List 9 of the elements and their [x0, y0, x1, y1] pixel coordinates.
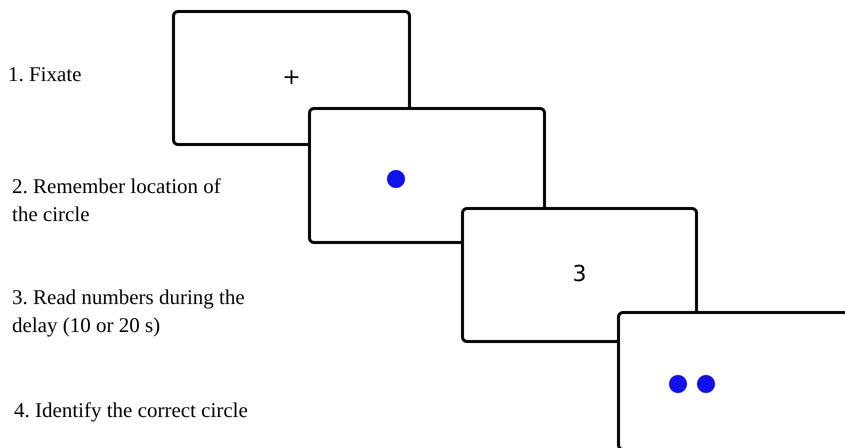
digit-text: 3 — [572, 264, 586, 286]
screen-frame — [308, 107, 546, 244]
step-instruction: 1. Fixate — [8, 61, 82, 88]
fixation-cross: + — [282, 67, 301, 89]
step-instruction: 4. Identify the correct circle — [14, 397, 248, 424]
step-instruction: 2. Remember location of the circle — [12, 173, 222, 228]
step-instruction: 3. Read numbers during the delay (10 or 20 s) — [12, 284, 246, 339]
screen-frame — [617, 311, 845, 448]
screen-frame — [461, 207, 698, 343]
